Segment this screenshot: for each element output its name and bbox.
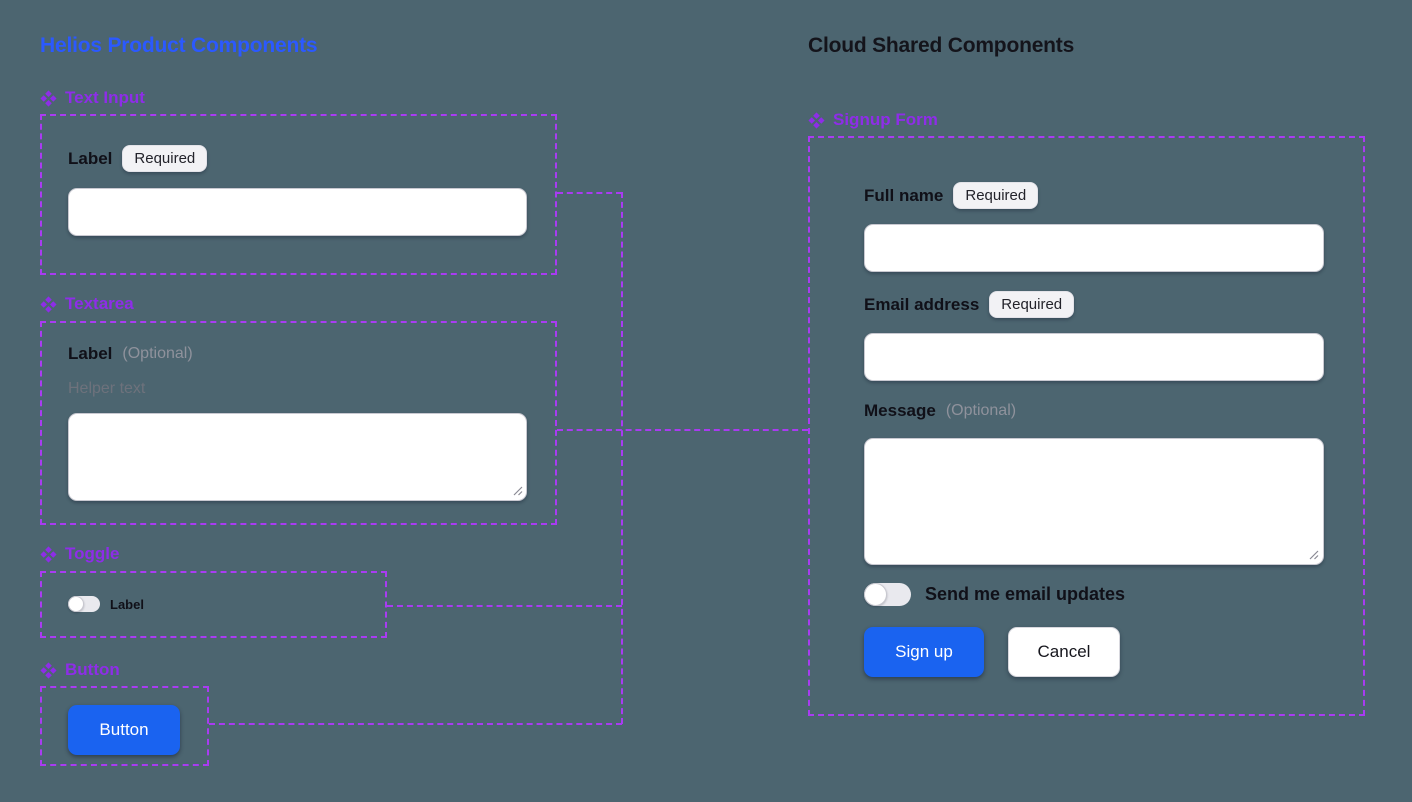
email-updates-toggle[interactable] <box>864 583 911 606</box>
required-badge: Required <box>989 291 1075 318</box>
full-name-input[interactable] <box>864 224 1324 272</box>
signup-form-frame[interactable]: Full name Required Email address Require… <box>808 136 1365 716</box>
email-label: Email address <box>864 294 980 314</box>
component-heading-label: Button <box>65 660 120 679</box>
connector-line-vertical <box>621 192 623 724</box>
field-label: Label <box>68 344 113 363</box>
button-frame[interactable]: Button <box>40 686 209 766</box>
field-label: Label <box>68 148 113 168</box>
button-component-heading: Button <box>40 660 120 680</box>
textarea-frame[interactable]: Label (Optional) Helper text <box>40 321 557 525</box>
full-name-label: Full name <box>864 185 944 205</box>
message-label: Message <box>864 401 936 420</box>
toggle-component-heading: Toggle <box>40 544 119 564</box>
required-badge: Required <box>122 145 208 172</box>
optional-tag: (Optional) <box>122 345 193 362</box>
helper-text: Helper text <box>68 380 146 397</box>
toggle-knob <box>864 583 887 606</box>
component-icon <box>40 295 57 313</box>
text-input-frame[interactable]: Label Required <box>40 114 557 275</box>
connector-line-textarea-to-form <box>557 429 808 431</box>
email-updates-label: Send me email updates <box>925 584 1126 604</box>
component-icon <box>40 545 57 563</box>
component-icon <box>40 661 57 679</box>
text-input-component-heading: Text Input <box>40 88 145 108</box>
component-icon <box>808 111 825 129</box>
left-library-title: Helios Product Components <box>40 34 318 57</box>
textarea-field[interactable] <box>68 413 527 501</box>
optional-tag: (Optional) <box>945 402 1017 419</box>
component-heading-label: Signup Form <box>833 110 938 129</box>
email-input[interactable] <box>864 333 1324 381</box>
textarea-component-heading: Textarea <box>40 294 134 314</box>
right-library-title: Cloud Shared Components <box>808 34 1075 57</box>
cancel-button[interactable]: Cancel <box>1008 627 1120 677</box>
connector-line-button <box>209 723 622 725</box>
connector-line-toggle <box>387 605 622 607</box>
message-textarea[interactable] <box>864 438 1324 565</box>
primary-button[interactable]: Button <box>68 705 180 755</box>
component-heading-label: Textarea <box>65 294 134 313</box>
text-input-field[interactable] <box>68 188 527 236</box>
toggle-switch[interactable] <box>68 596 100 612</box>
required-badge: Required <box>953 182 1039 209</box>
toggle-label: Label <box>110 596 144 612</box>
connector-line-text-input <box>557 192 622 194</box>
component-heading-label: Text Input <box>65 88 145 107</box>
component-icon <box>40 89 57 107</box>
signup-form-component-heading: Signup Form <box>808 110 938 130</box>
toggle-knob <box>68 596 84 612</box>
component-heading-label: Toggle <box>65 544 120 563</box>
toggle-frame[interactable]: Label <box>40 571 387 638</box>
sign-up-button[interactable]: Sign up <box>864 627 984 677</box>
